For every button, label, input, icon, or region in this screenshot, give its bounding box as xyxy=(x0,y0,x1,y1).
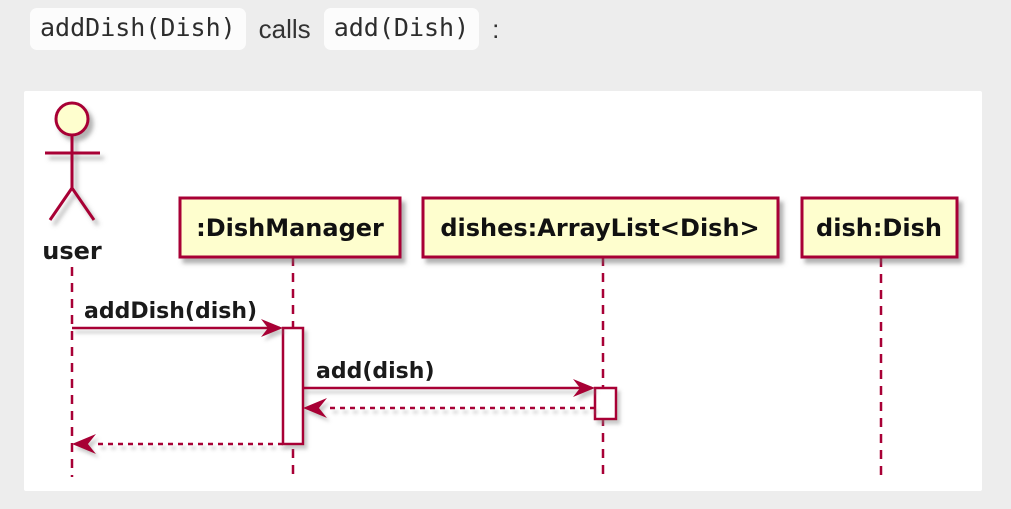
intro-word-calls: calls xyxy=(258,13,311,44)
code-span-add: add(Dish) xyxy=(323,8,480,50)
participant-boxes xyxy=(178,196,959,259)
intro-sentence: addDish(Dish) calls add(Dish) : xyxy=(30,8,499,50)
activation-bars xyxy=(281,326,618,446)
participant-label-dishes-arraylist: dishes:ArrayList<Dish> xyxy=(440,214,759,242)
message-label-adddish: addDish(dish) xyxy=(84,299,257,324)
arrowhead-left-icon xyxy=(303,398,327,418)
actor-head xyxy=(54,101,90,137)
actor-leg-left xyxy=(48,187,74,221)
return-arrow-dishes-to-dishmanager xyxy=(303,398,595,418)
participant-label-dish: dish:Dish xyxy=(816,214,942,242)
code-span-adddish: addDish(Dish) xyxy=(30,8,246,50)
lifelines xyxy=(70,257,883,477)
participant-box-dishes-arraylist xyxy=(421,196,780,259)
return-arrow-dishmanager-to-user xyxy=(72,434,283,454)
arrowhead-left-icon xyxy=(72,434,96,454)
participant-box-dish xyxy=(800,196,959,259)
sequence-diagram: user :DishManager dishes:ArrayList<Dish>… xyxy=(42,101,959,477)
activation-bar-dishmanager xyxy=(281,326,305,446)
participant-label-dishmanager: :DishManager xyxy=(196,214,384,242)
actor-leg-right xyxy=(70,187,96,221)
actor-user-label: user xyxy=(42,237,102,265)
actor-user-figure xyxy=(45,101,100,221)
participant-box-dishmanager xyxy=(178,196,402,259)
intro-colon: : xyxy=(492,13,500,44)
message-arrow-add xyxy=(303,379,595,397)
message-label-add: add(dish) xyxy=(316,359,435,384)
sequence-diagram-panel: user :DishManager dishes:ArrayList<Dish>… xyxy=(24,91,982,491)
message-arrow-adddish xyxy=(72,319,283,337)
arrowhead-right-icon xyxy=(573,379,595,397)
activation-bar-dishes-arraylist xyxy=(593,386,618,421)
arrowhead-right-icon xyxy=(261,319,283,337)
